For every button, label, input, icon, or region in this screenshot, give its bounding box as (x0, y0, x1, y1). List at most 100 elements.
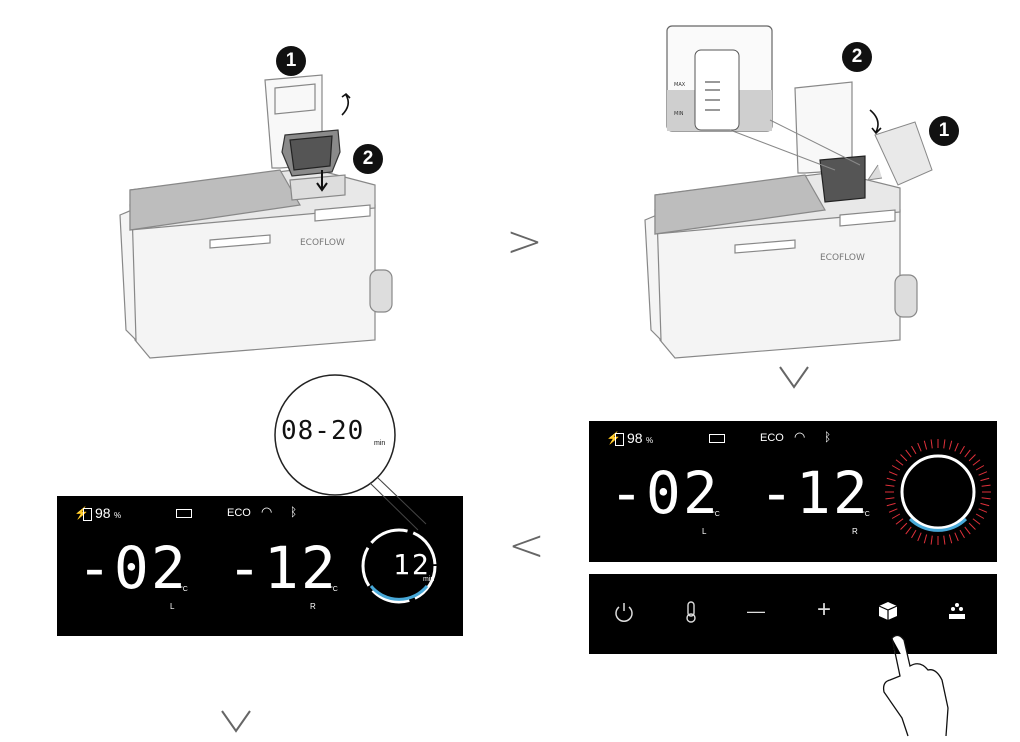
dual-zone-icon (176, 509, 192, 518)
ring-tick (923, 534, 928, 544)
ring-tick (900, 454, 908, 462)
ring-tick (886, 477, 896, 482)
ring-tick (886, 502, 896, 507)
battery-unit: % (114, 511, 122, 520)
ring-tick (975, 513, 985, 519)
ring-tick (917, 532, 922, 542)
wifi-icon: ◠ (794, 429, 806, 444)
ring-tick (895, 518, 904, 525)
zoom-countdown-value: 08-20 (281, 416, 365, 446)
lcd-panel-right: ⚡ 98 % ECO ◠ ᛒ -02 °C L -12 °C R (589, 421, 997, 562)
ring-tick (885, 497, 895, 500)
ring-tick (959, 529, 965, 539)
right-temp-unit: °C (330, 586, 338, 593)
ring-tick (948, 534, 953, 544)
step1-illustration: ECOFLOW 1 2 (100, 40, 420, 370)
ring-tick (980, 502, 990, 507)
power-icon (615, 606, 633, 622)
ring-tick (968, 522, 976, 530)
ring-tick (905, 449, 912, 458)
arrow-left: < (508, 520, 545, 571)
step2-badge-2: 2 (842, 42, 872, 72)
battery-percent: 98 (627, 430, 643, 446)
progress-ring-active (885, 439, 991, 545)
ring-tick (980, 477, 990, 482)
right-temperature: -12 (227, 534, 338, 602)
ring-tick (972, 518, 981, 525)
ring-tick (943, 439, 946, 449)
ice-dispense-button[interactable] (946, 600, 968, 622)
step1-badge-1: 1 (276, 46, 306, 76)
ice-maker-button[interactable] (876, 599, 900, 623)
ring-tick (964, 449, 971, 458)
left-temp-unit: °C (180, 586, 188, 593)
ring-tick (917, 442, 922, 452)
level-max-label: MAX (674, 82, 686, 88)
brand-logo-2: ECOFLOW (820, 253, 865, 263)
ring-tick (978, 471, 988, 476)
battery-unit: % (646, 436, 654, 445)
thermometer-icon (687, 601, 695, 617)
ring-tick (968, 454, 976, 462)
ring-tick (930, 439, 933, 449)
ring-tick (905, 526, 912, 535)
minus-button[interactable]: — (747, 601, 765, 621)
arrow-right: > (506, 216, 543, 267)
ice-dispense-icon (949, 614, 965, 619)
ring-tick (930, 535, 933, 545)
right-temp-unit: °C (862, 511, 870, 518)
brand-logo: ECOFLOW (300, 238, 345, 248)
plus-button[interactable]: + (817, 596, 832, 623)
ring-tick (948, 440, 953, 450)
battery-icon (615, 433, 624, 446)
ring-tick (972, 459, 981, 466)
ring-tick (891, 513, 901, 519)
zoom-countdown-unit: min (374, 440, 386, 447)
ring-tick (975, 465, 985, 471)
control-panel: — + (589, 574, 997, 654)
ring-tick (981, 484, 991, 487)
right-zone-label: R (852, 527, 858, 536)
temperature-button[interactable] (681, 600, 701, 624)
fridge-illustration-2: MAX MIN ECOFLOW (644, 25, 933, 359)
ring-tick (964, 526, 971, 535)
left-zone-label: L (702, 527, 707, 536)
ring-tick (923, 440, 928, 450)
battery-icon (83, 508, 92, 521)
ring-tick (954, 442, 959, 452)
ring-countdown-unit: min (423, 576, 435, 583)
ring-countdown-value: 12 (393, 548, 431, 581)
dual-zone-icon (709, 434, 725, 443)
ring-tick (885, 484, 895, 487)
right-temperature: -12 (759, 459, 870, 527)
wifi-icon: ◠ (261, 504, 273, 519)
ring-tick (895, 459, 904, 466)
left-temperature: -02 (609, 459, 720, 527)
step2-badge-1: 1 (929, 116, 959, 146)
ring-tick (888, 471, 898, 476)
finger-pointer-illustration (882, 634, 949, 737)
ring-tick (981, 497, 991, 500)
power-button[interactable] (613, 601, 635, 623)
progress-ring-countdown (361, 528, 437, 604)
ring-tick (900, 522, 908, 530)
zoom-bubble (274, 374, 427, 531)
bluetooth-icon: ᛒ (290, 505, 298, 519)
level-min-label: MIN (674, 111, 684, 117)
ring-tick (911, 529, 917, 539)
right-zone-label: R (310, 602, 316, 611)
left-zone-label: L (170, 602, 175, 611)
arrow-down-left (220, 708, 252, 734)
ring-tick (959, 445, 965, 455)
ring-tick (978, 508, 988, 513)
ring-tick (911, 445, 917, 455)
ring-tick (943, 535, 946, 545)
step1-badge-2: 2 (353, 144, 383, 174)
left-temperature: -02 (77, 534, 188, 602)
step2-illustration: MAX MIN ECOFLOW 2 1 (620, 20, 980, 370)
arrow-down-right (778, 364, 810, 390)
fridge-illustration-1: ECOFLOW (119, 74, 393, 359)
charging-icon: ⚡ (606, 431, 621, 445)
left-temp-unit: °C (712, 511, 720, 518)
ring-tick (888, 508, 898, 513)
